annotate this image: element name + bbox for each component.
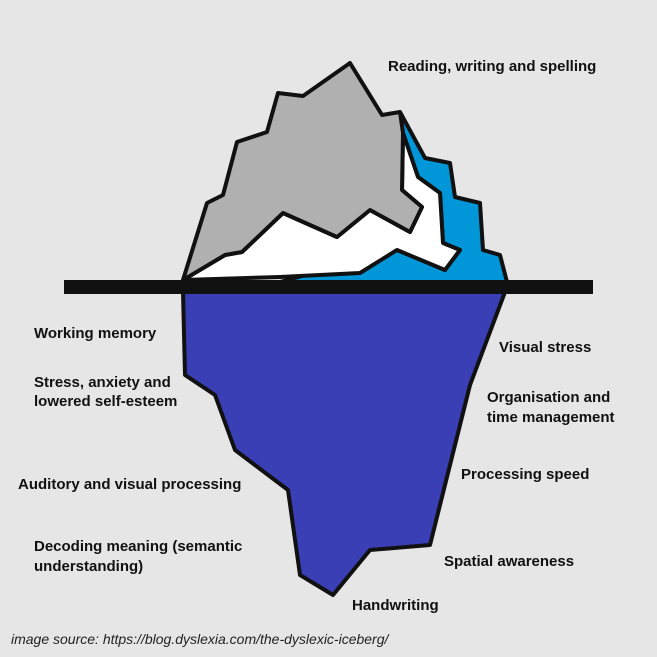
label-visual-stress: Visual stress	[499, 339, 592, 356]
waterline	[64, 280, 593, 294]
image-source-caption: image source: https://blog.dyslexia.com/…	[11, 631, 389, 647]
label-stress-line2: lowered self-esteem	[34, 393, 178, 410]
label-spatial-awareness: Spatial awareness	[444, 553, 575, 570]
label-decoding-line2: understanding)	[34, 558, 144, 575]
label-decoding-line1: Decoding meaning (semantic	[34, 538, 243, 555]
label-auditory-visual-processing: Auditory and visual processing	[18, 476, 242, 493]
label-reading-writing-spelling: Reading, writing and spelling	[388, 58, 597, 75]
iceberg-gray-peak	[181, 61, 424, 282]
label-working-memory: Working memory	[34, 325, 157, 342]
underwater-iceberg	[181, 290, 507, 597]
label-organisation-line2: time management	[487, 409, 615, 426]
label-organisation-line1: Organisation and	[487, 389, 611, 406]
label-stress-line1: Stress, anxiety and	[34, 374, 171, 391]
label-processing-speed: Processing speed	[461, 466, 590, 483]
label-handwriting: Handwriting	[352, 597, 439, 614]
